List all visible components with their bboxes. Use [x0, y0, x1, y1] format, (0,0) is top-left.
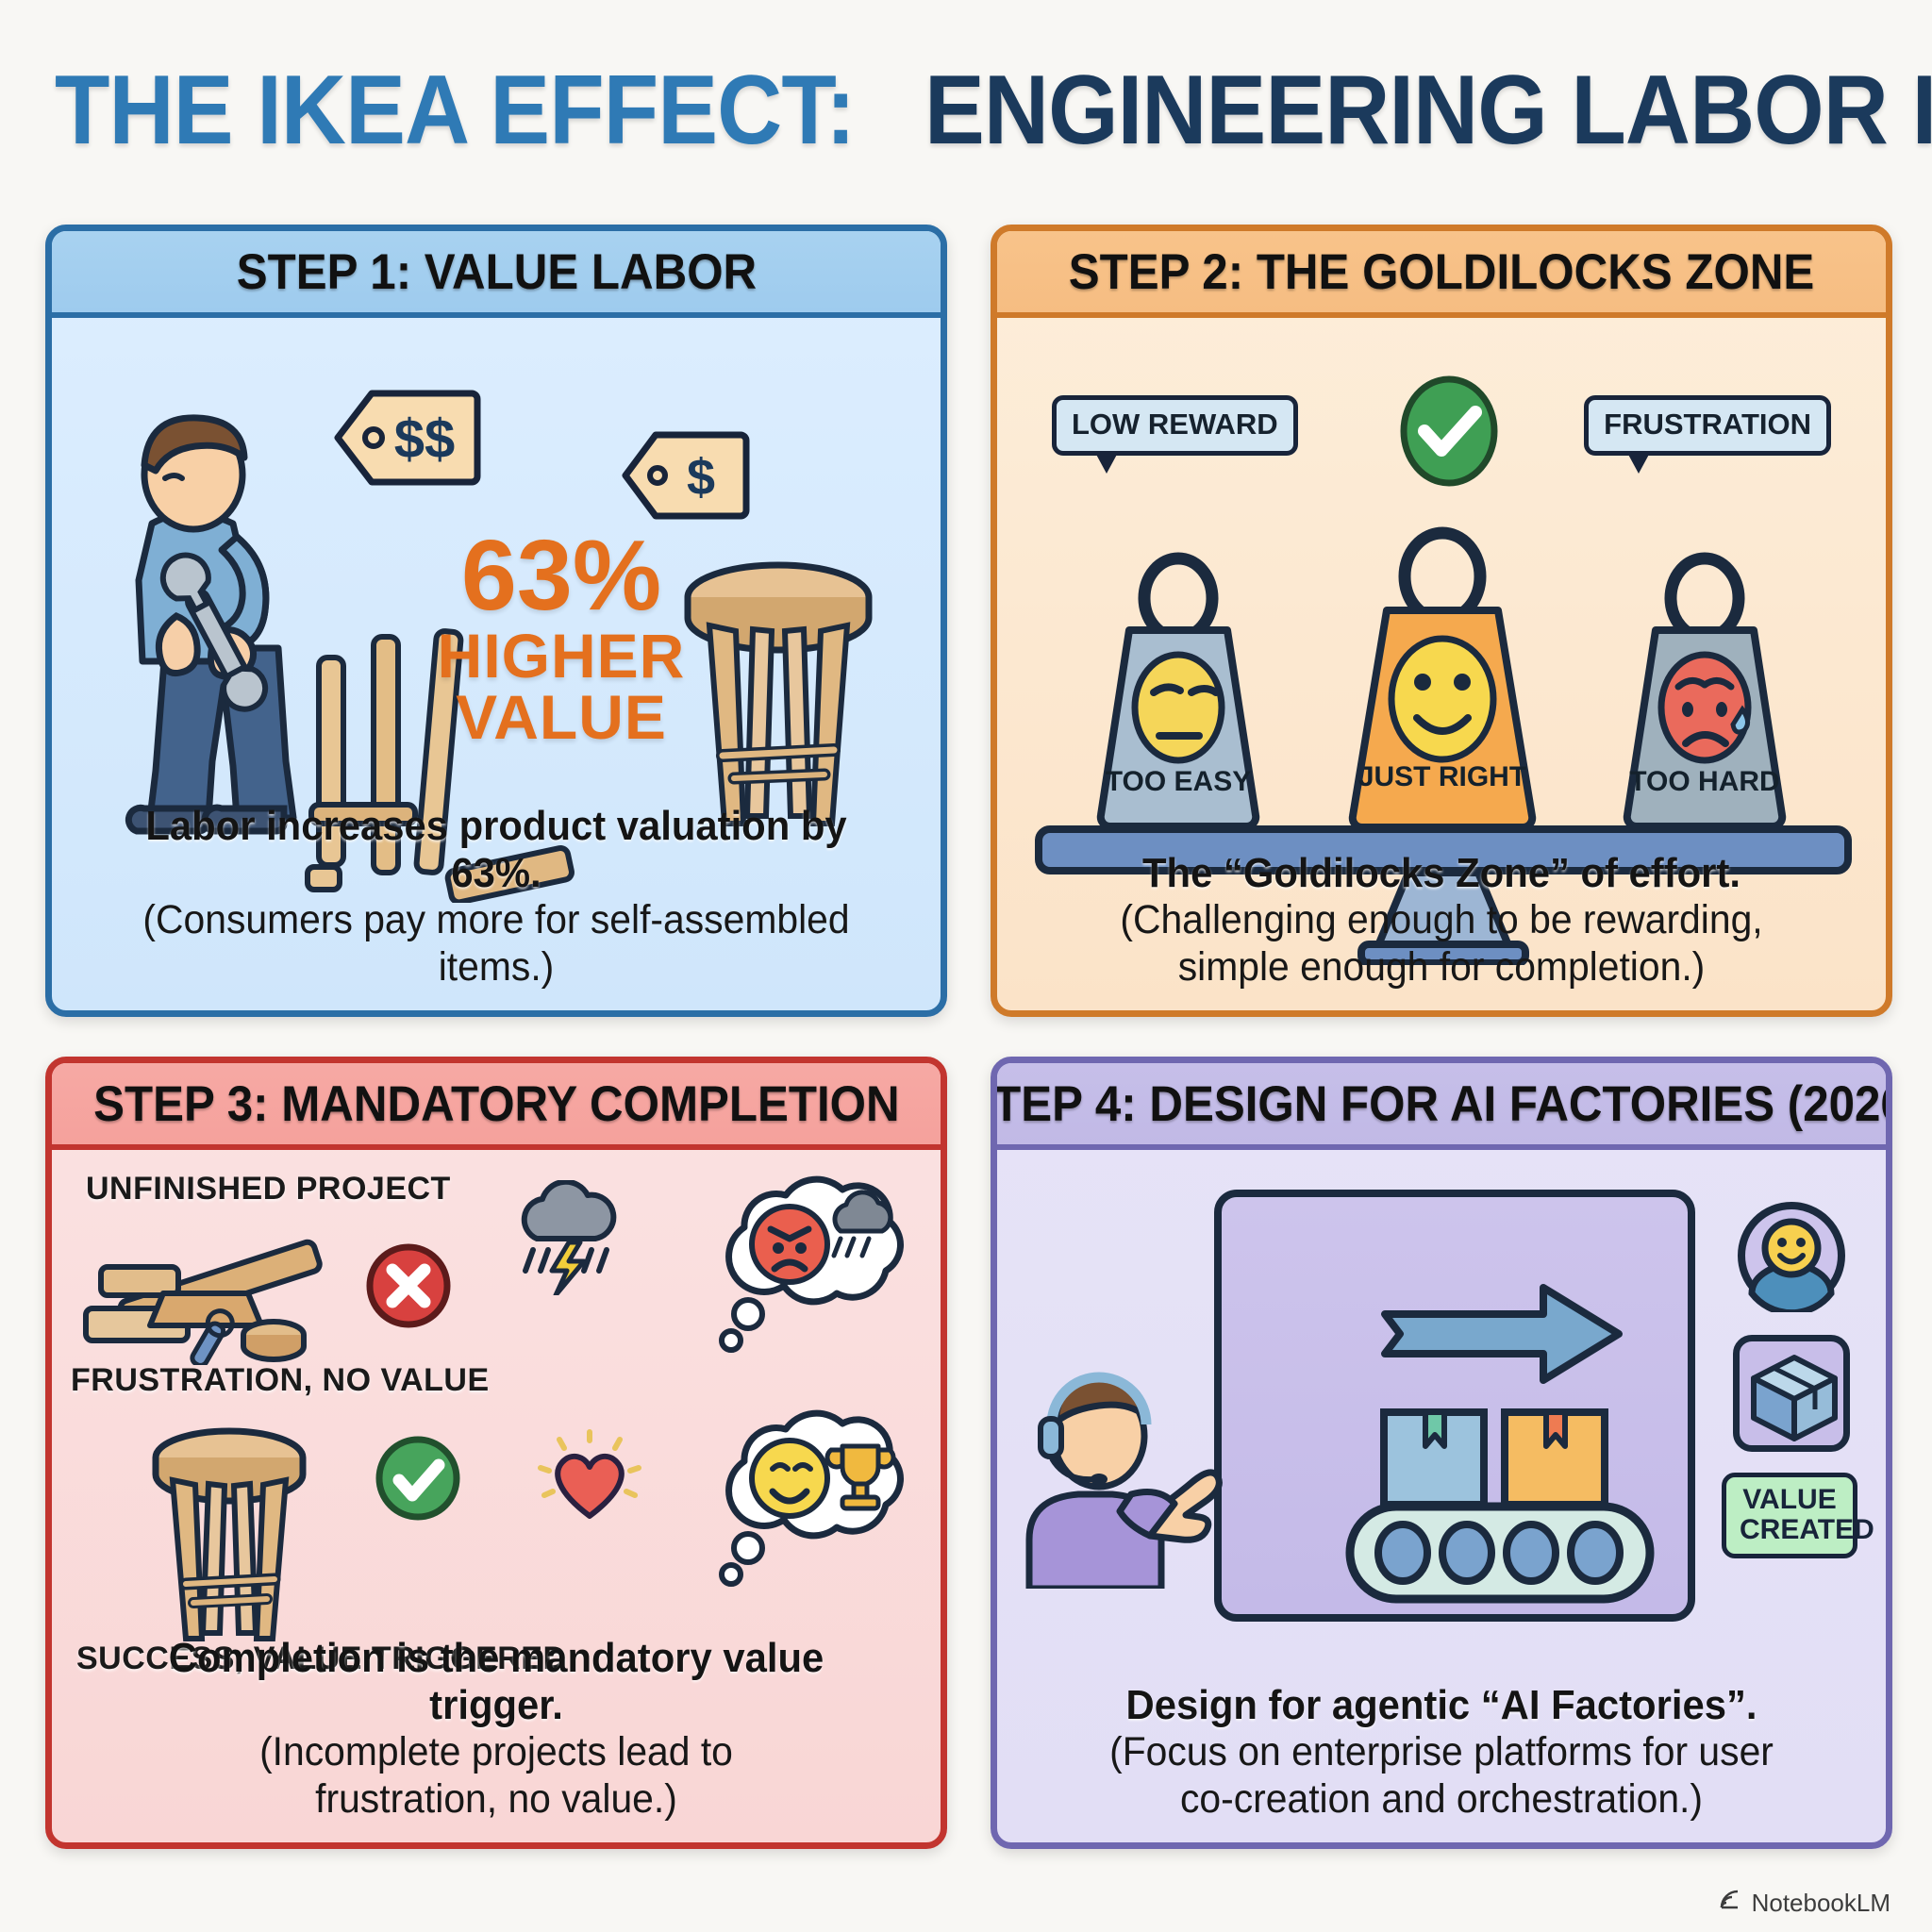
- weight-too-hard-icon: TOO HARD: [1610, 549, 1799, 856]
- assembled-stool-icon: [660, 554, 896, 851]
- panel-step-2-illustration: LOW REWARD FRUSTRATION TOO EASY: [997, 318, 1886, 967]
- panel-step-2-caption-note-1: (Challenging enough to be rewarding,: [1120, 897, 1763, 943]
- panel-step-1-caption-note: (Consumers pay more for self-assembled i…: [142, 897, 850, 991]
- panel-step-1-caption-bold: Labor increases product valuation by 63%…: [145, 802, 847, 897]
- panel-step-4: STEP 4: DESIGN FOR AI FACTORIES (2026): [991, 1057, 1892, 1849]
- happy-thought-bubble: [703, 1403, 920, 1610]
- price-tag-low-icon: $: [618, 428, 750, 527]
- panel-step-4-caption-note-1: (Focus on enterprise platforms for user: [1109, 1729, 1774, 1775]
- weight-too-easy-label: TOO EASY: [1105, 766, 1252, 797]
- value-created-badge: VALUE CREATED: [1722, 1473, 1874, 1558]
- x-mark-icon: [363, 1241, 454, 1336]
- watermark-label: NotebookLM: [1751, 1889, 1890, 1917]
- check-badge-icon: [1398, 375, 1500, 492]
- panel-step-4-caption-bold: Design for agentic “AI Factories”.: [1125, 1682, 1757, 1729]
- price-tag-high-icon: $$: [330, 386, 481, 494]
- page-title-part-b: ENGINEERING LABOR INTO LOVE: [924, 55, 1932, 165]
- panel-step-4-caption-note-2: co-creation and orchestration.): [1179, 1776, 1704, 1823]
- price-tag-low-label: $: [687, 449, 715, 506]
- balance-scale-icon: [1033, 824, 1854, 970]
- value-stat: 63% HIGHER VALUE: [429, 520, 693, 752]
- price-tag-high-label: $$: [394, 408, 456, 470]
- panel-step-1-illustration: $$ $: [52, 318, 941, 906]
- page-title: THE IKEA EFFECT: ENGINEERING LABOR INTO …: [55, 56, 1932, 165]
- panel-step-3-caption: Completion is the mandatory value trigge…: [52, 1635, 941, 1842]
- panel-step-2-header-label: STEP 2: THE GOLDILOCKS ZONE: [1068, 243, 1815, 300]
- completed-stool-icon: [135, 1422, 324, 1662]
- panel-step-2-caption: The “Goldilocks Zone” of effort. (Challe…: [997, 850, 1886, 1010]
- person-assembling-icon: [78, 412, 361, 841]
- value-stat-word-1: HIGHER: [437, 620, 686, 691]
- panel-step-4-header: STEP 4: DESIGN FOR AI FACTORIES (2026): [997, 1063, 1886, 1150]
- angry-thought-bubble: [703, 1171, 920, 1374]
- panel-step-3-caption-bold: Completion is the mandatory value trigge…: [168, 1634, 824, 1729]
- scattered-wood-icon: [80, 1224, 363, 1370]
- panel-step-2-caption-note-2: simple enough for completion.): [1177, 944, 1706, 991]
- panel-step-3-header-label: STEP 3: MANDATORY COMPLETION: [92, 1075, 900, 1132]
- operator-headset-icon: [1024, 1353, 1231, 1593]
- value-stat-number: 63%: [460, 520, 662, 631]
- panel-step-1-header-label: STEP 1: VALUE LABOR: [236, 243, 757, 300]
- panel-step-2-header: STEP 2: THE GOLDILOCKS ZONE: [997, 231, 1886, 318]
- panel-step-2-caption-bold: The “Goldilocks Zone” of effort.: [1141, 850, 1740, 897]
- label-success-value-triggered: SUCCESS, VALUE TRIGGERED: [76, 1641, 567, 1676]
- product-box-card: [1733, 1335, 1850, 1452]
- heart-icon: [538, 1429, 641, 1538]
- conveyor-belt-icon: [1344, 1407, 1656, 1619]
- check-mark-icon: [373, 1433, 463, 1528]
- panel-grid: STEP 1: VALUE LABOR $$: [45, 225, 1892, 1871]
- callout-frustration: FRUSTRATION: [1584, 395, 1831, 474]
- panel-step-3-header: STEP 3: MANDATORY COMPLETION: [52, 1063, 941, 1150]
- panel-step-3-illustration: UNFINISHED PROJECT: [52, 1150, 941, 1676]
- weight-just-right-label: JUST RIGHT: [1357, 761, 1527, 792]
- label-unfinished-project: UNFINISHED PROJECT: [86, 1171, 451, 1207]
- weight-too-hard-label: TOO HARD: [1629, 766, 1780, 797]
- weight-too-easy-icon: TOO EASY: [1084, 549, 1273, 856]
- page-title-part-a: THE IKEA EFFECT:: [55, 55, 856, 165]
- storm-cloud-icon: [510, 1178, 622, 1300]
- panel-step-1-body: $$ $: [52, 318, 941, 1010]
- panel-step-4-header-label: STEP 4: DESIGN FOR AI FACTORIES (2026): [991, 1075, 1892, 1132]
- weight-just-right-icon: JUST RIGHT: [1334, 524, 1551, 858]
- flow-arrow-icon: [1379, 1282, 1624, 1391]
- value-created-line-1: VALUE: [1742, 1484, 1837, 1515]
- panel-step-4-body: VALUE CREATED Design for agentic “AI Fac…: [997, 1150, 1886, 1842]
- user-avatar-icon: [1735, 1199, 1848, 1317]
- furniture-parts-icon: [283, 620, 585, 908]
- panel-step-3: STEP 3: MANDATORY COMPLETION UNFINISHED …: [45, 1057, 947, 1849]
- panel-step-1-caption: Labor increases product valuation by 63%…: [52, 803, 941, 1010]
- notebooklm-spiral-icon: [1718, 1888, 1742, 1919]
- panel-step-2-body: LOW REWARD FRUSTRATION TOO EASY: [997, 318, 1886, 1010]
- value-stat-word-2: VALUE: [456, 681, 667, 752]
- panel-step-1: STEP 1: VALUE LABOR $$: [45, 225, 947, 1017]
- watermark: NotebookLM: [1718, 1888, 1890, 1919]
- panel-step-3-caption-note-1: (Incomplete projects lead to: [259, 1729, 733, 1775]
- value-created-line-2: CREATED: [1740, 1513, 1874, 1545]
- panel-step-3-caption-note-2: frustration, no value.): [315, 1776, 677, 1823]
- label-frustration-no-value: FRUSTRATION, NO VALUE: [71, 1362, 490, 1398]
- callout-low-reward: LOW REWARD: [1052, 395, 1298, 474]
- panel-step-4-caption: Design for agentic “AI Factories”. (Focu…: [997, 1682, 1886, 1842]
- panel-step-3-body: UNFINISHED PROJECT: [52, 1150, 941, 1842]
- panel-step-2: STEP 2: THE GOLDILOCKS ZONE LOW REWARD F…: [991, 225, 1892, 1017]
- panel-step-4-illustration: VALUE CREATED: [997, 1150, 1886, 1682]
- panel-step-1-header: STEP 1: VALUE LABOR: [52, 231, 941, 318]
